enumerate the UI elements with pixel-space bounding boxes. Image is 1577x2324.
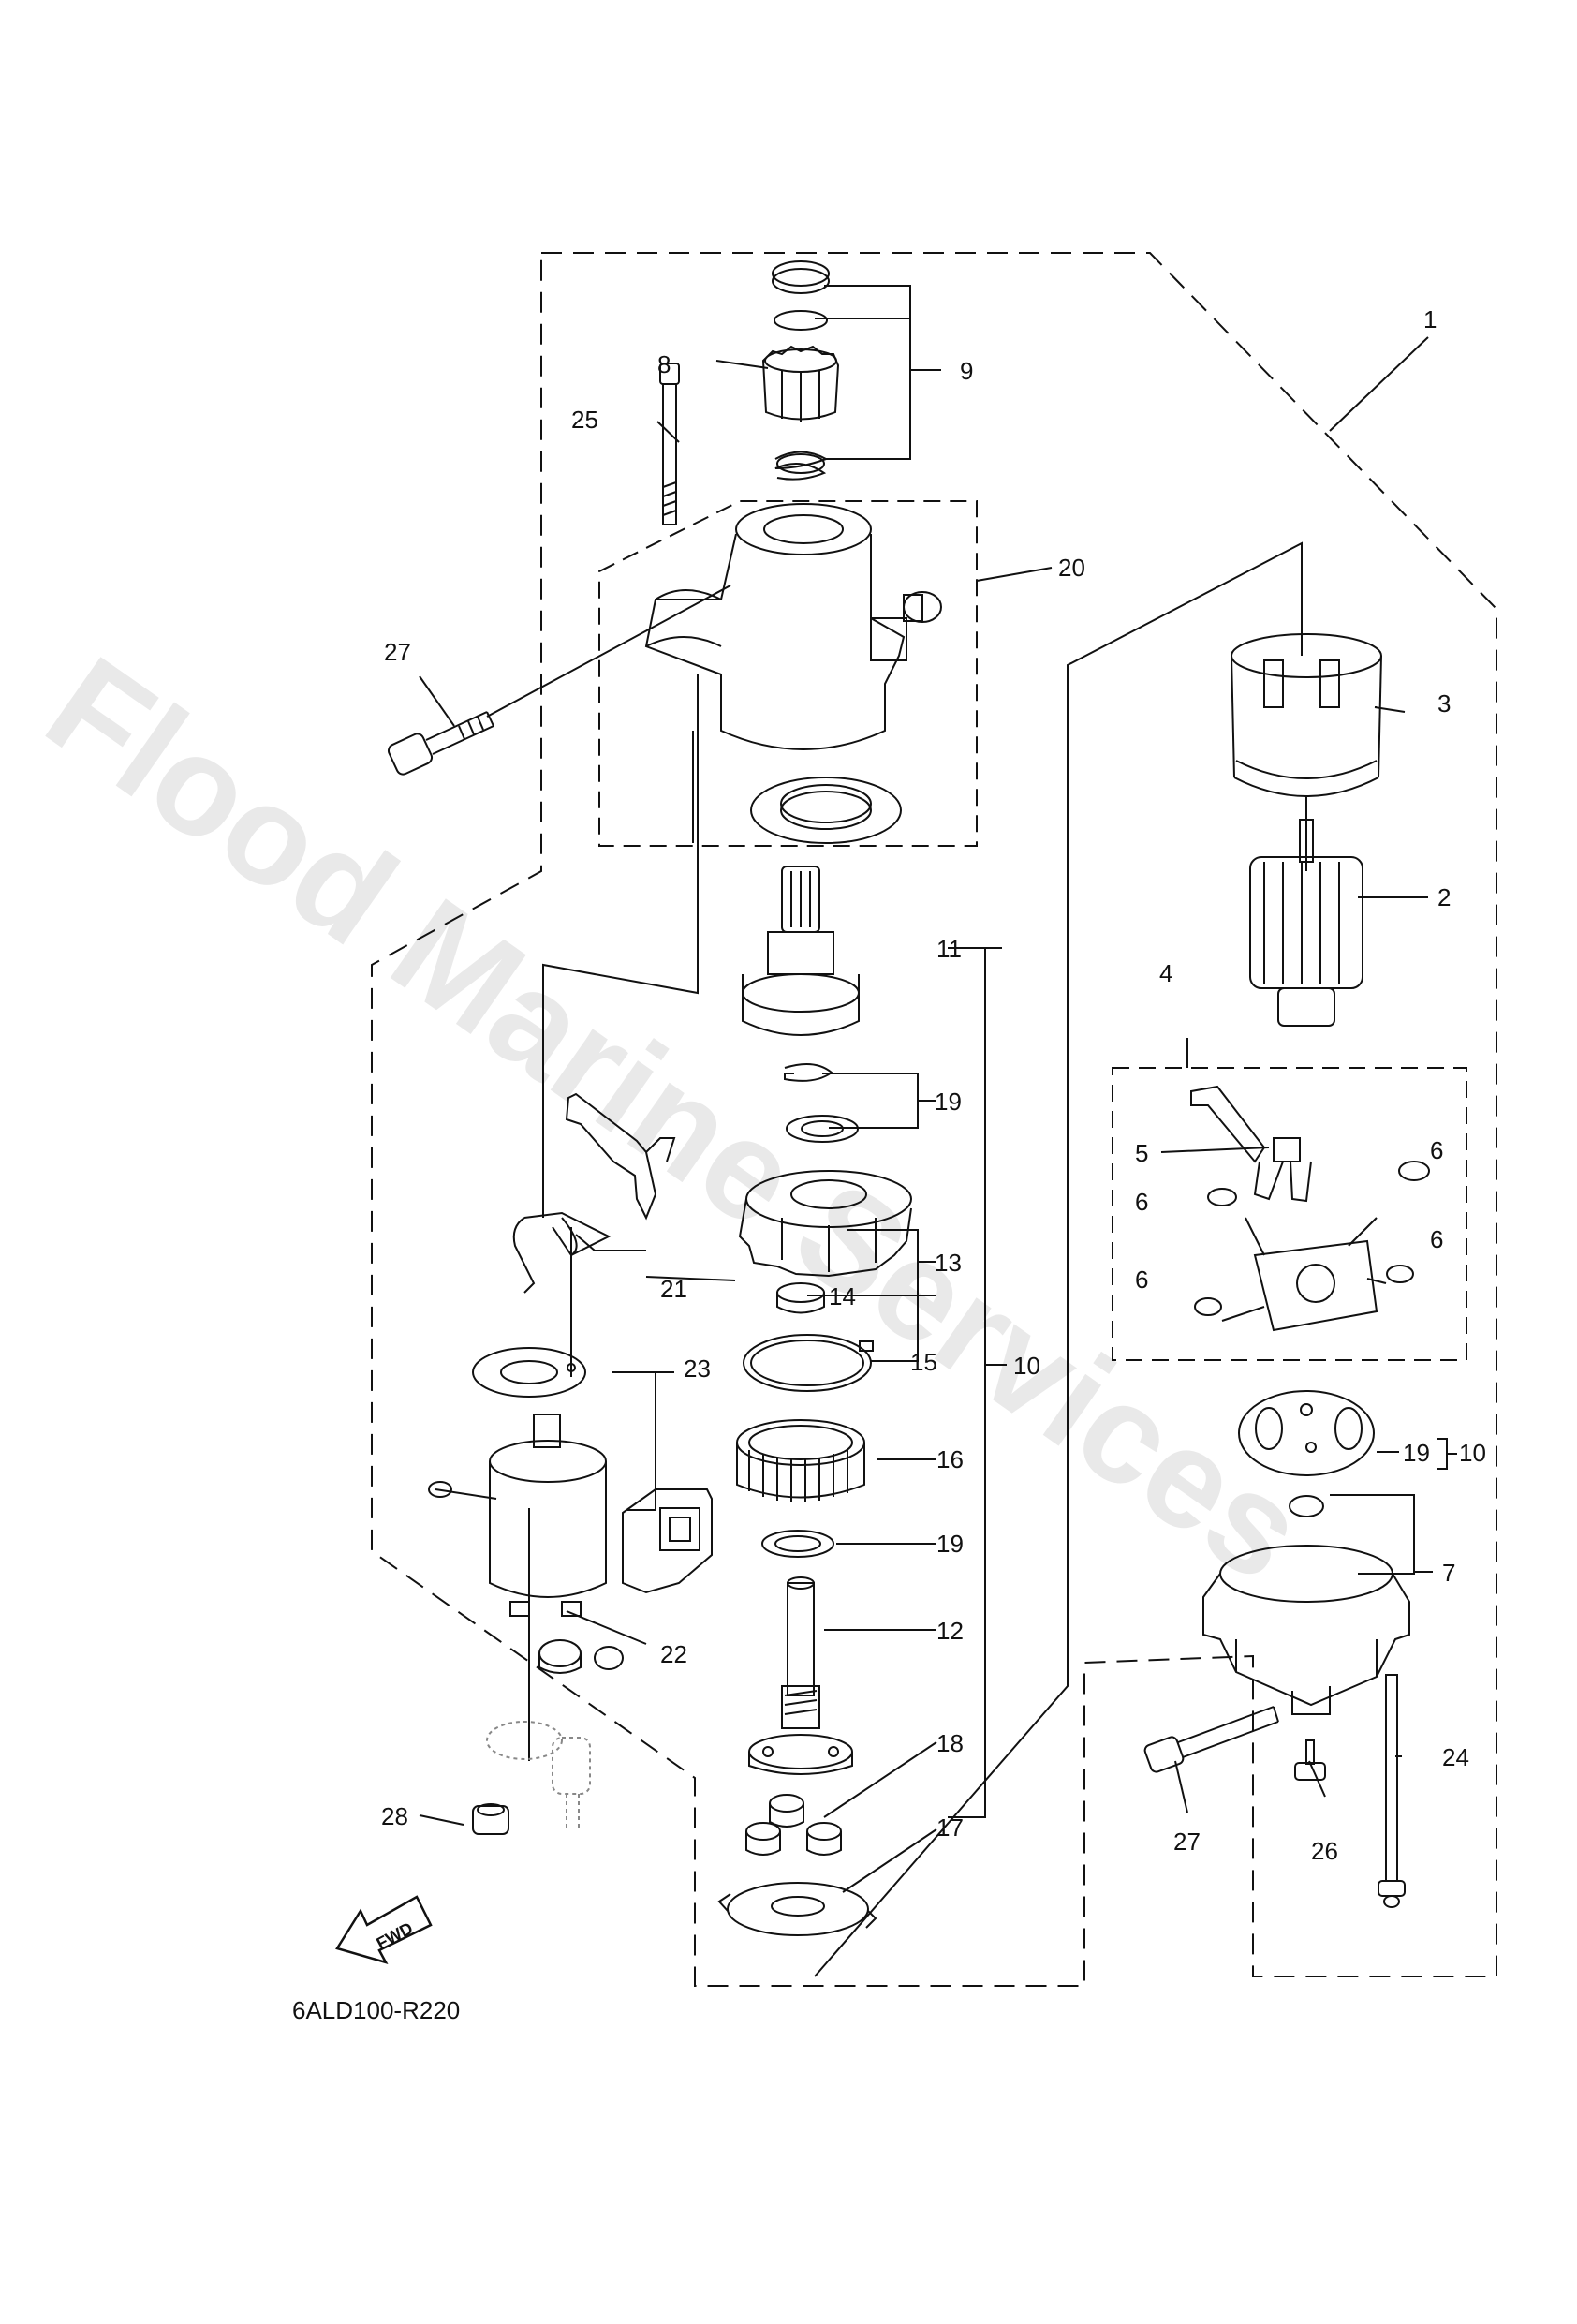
part-21-lever-spring: [512, 1092, 676, 1294]
part-23-seal-plate: [472, 1347, 586, 1398]
part-26-screw: [1294, 1739, 1326, 1781]
callout-28: 28: [381, 1802, 408, 1830]
callout-11: 11: [936, 935, 962, 963]
callout-23: 23: [684, 1354, 711, 1383]
box-part-20: [598, 500, 978, 847]
part-25-bolt: [659, 363, 680, 525]
callout-8: 8: [657, 350, 671, 378]
callout-13: 13: [935, 1249, 962, 1277]
watermark: Flood Marine Services: [21, 627, 1333, 1611]
part-12-output-shaft: [748, 1576, 853, 1775]
callout-7: 7: [1442, 1559, 1455, 1587]
part-11-clutch: [742, 866, 860, 1036]
callout-20: 20: [1058, 554, 1085, 582]
callout-21: 21: [660, 1275, 687, 1303]
callout-19b: 19: [1403, 1439, 1430, 1467]
callout-3: 3: [1437, 689, 1451, 718]
callout-15: 15: [910, 1348, 937, 1376]
part-22-solenoid: [428, 1414, 624, 1674]
part-14-bushing: [776, 1282, 825, 1314]
part-20-front-housing: [644, 503, 942, 844]
fwd-arrow: [335, 1895, 433, 1965]
part-19-plate-right: [1238, 1390, 1375, 1476]
callout-19c: 19: [936, 1530, 964, 1558]
part-9-clip-set: [772, 260, 830, 481]
diagram-code: 6ALD100-R220: [292, 1996, 460, 2024]
ghost-solenoid-parts: [486, 1721, 591, 1831]
part-4-brush-holder: [1190, 1085, 1430, 1332]
callout-27a: 27: [384, 638, 411, 666]
assembly-boundary-outer: [371, 252, 1497, 1987]
part-17-plate: [717, 1882, 877, 1936]
callout-12: 12: [936, 1617, 964, 1645]
callout-27b: 27: [1173, 1828, 1201, 1856]
callout-17: 17: [936, 1813, 964, 1842]
part-19-washer-mid: [761, 1530, 834, 1558]
part-23-switch-cover: [622, 1488, 713, 1594]
bolt-27-axis: [486, 585, 731, 718]
part-2-armature: [1249, 819, 1363, 1027]
callout-5: 5: [1135, 1139, 1148, 1167]
part-27-bolt-bottom: [1143, 1706, 1279, 1773]
part-18-planet-gears: [745, 1794, 842, 1856]
part-24-through-bolt: [1378, 1674, 1406, 1908]
callout-2: 2: [1437, 883, 1451, 911]
callout-19a: 19: [935, 1088, 962, 1116]
callout-1: 1: [1423, 305, 1437, 333]
callout-24: 24: [1442, 1743, 1469, 1771]
callout-10b: 10: [1459, 1439, 1486, 1467]
part-19-washers-top: [784, 1063, 859, 1143]
callout-25: 25: [571, 406, 598, 434]
callout-6a: 6: [1430, 1136, 1443, 1164]
callout-16: 16: [936, 1445, 964, 1473]
part-15-ring: [743, 1334, 874, 1392]
callout-6b: 6: [1135, 1188, 1148, 1216]
bracket-7: [1330, 1494, 1415, 1575]
part-28-nut: [472, 1803, 509, 1835]
fwd-label: FWD: [374, 1918, 417, 1953]
box-part-4: [1112, 1067, 1467, 1361]
bracket-9: [824, 285, 911, 460]
part-8-pinion: [761, 345, 840, 422]
callout-22: 22: [660, 1640, 687, 1668]
callout-6c: 6: [1430, 1225, 1443, 1253]
callout-6d: 6: [1135, 1266, 1148, 1294]
callout-26: 26: [1311, 1837, 1338, 1865]
callout-10a: 10: [1013, 1352, 1040, 1380]
callout-9: 9: [960, 357, 973, 385]
callout-4: 4: [1159, 959, 1172, 987]
part-27-bolt-top: [387, 711, 494, 776]
part-16-internal-gear: [736, 1419, 865, 1502]
bracket-19-top: [822, 1073, 919, 1129]
callout-14: 14: [829, 1282, 856, 1310]
part-7-end-cover: [1202, 1495, 1410, 1715]
part-13-gear-housing: [738, 1170, 912, 1278]
callout-18: 18: [936, 1729, 964, 1757]
part-3-yoke: [1231, 633, 1382, 797]
